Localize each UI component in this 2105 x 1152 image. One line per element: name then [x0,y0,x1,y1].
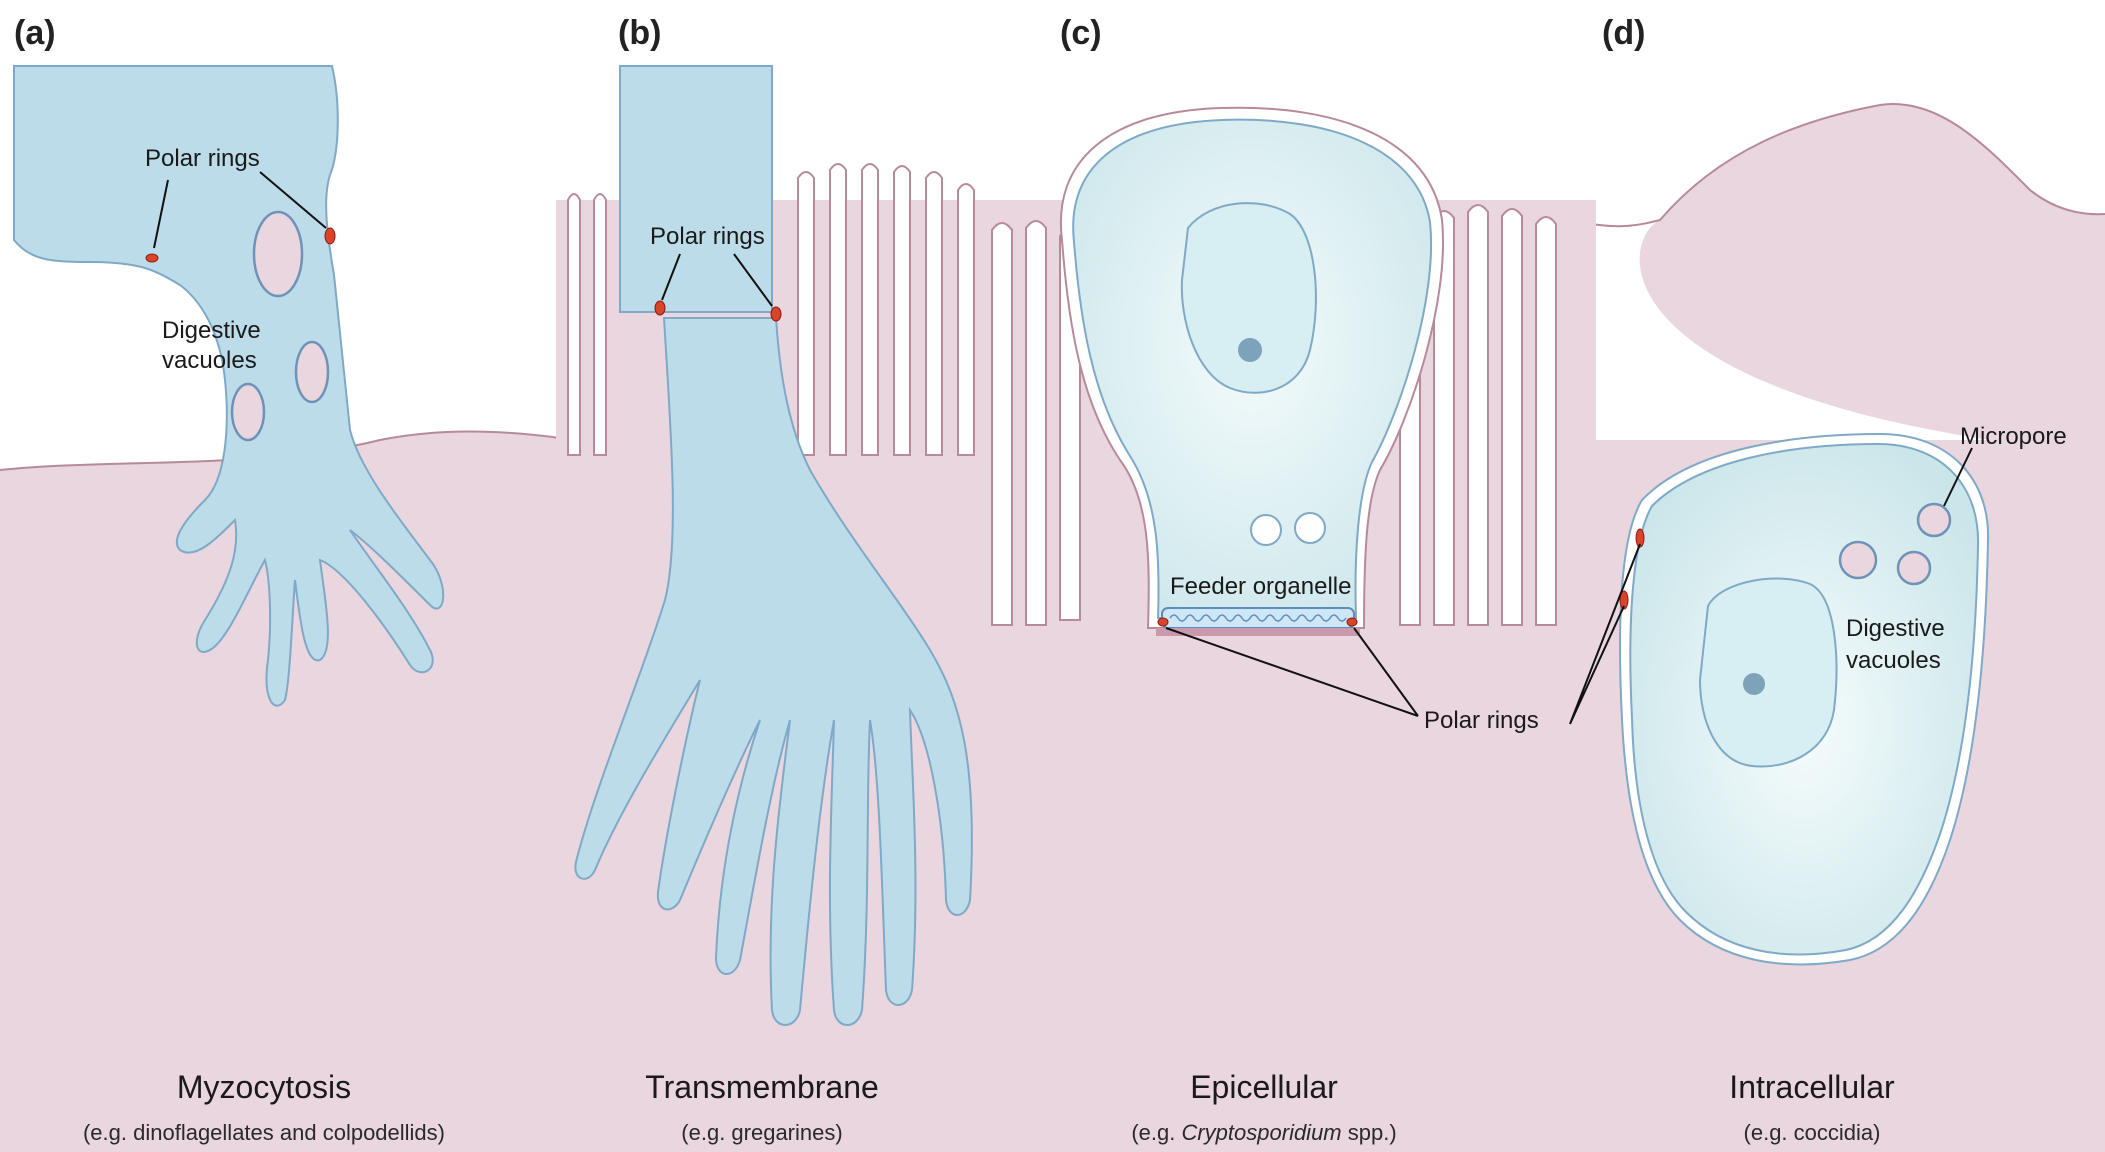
panel-b-title: Transmembrane [645,1069,879,1105]
panel-b-subtitle: (e.g. gregarines) [681,1120,842,1145]
panel-letter-b: (b) [618,14,661,52]
panel-letter-c: (c) [1060,14,1102,52]
panel-c-subtitle-genus: Cryptosporidium [1181,1120,1341,1145]
intracellular-vacuole-1 [1840,542,1876,578]
intracellular-nucleus [1700,579,1836,767]
epicellular-nucleus [1182,203,1316,393]
panel-c-title: Epicellular [1190,1069,1338,1105]
panel-d-title: Intracellular [1729,1069,1895,1105]
panel-c-subtitle: (e.g. Cryptosporidium spp.) [1131,1120,1396,1145]
polar-ring-b-right [771,307,781,321]
digestive-vacuoles-label-d-2: vacuoles [1846,647,1941,674]
panel-letter-d: (d) [1602,14,1645,52]
intracellular-nucleolus [1743,673,1765,695]
intracellular-vacuole-2 [1898,552,1930,584]
polar-rings-label-c: Polar rings [1424,707,1539,734]
panel-c-subtitle-post: spp.) [1342,1120,1397,1145]
myzocytosis-vacuole-3 [232,384,264,440]
polar-rings-label-a: Polar rings [145,145,260,172]
polar-ring-a-right [325,228,335,244]
digestive-vacuoles-label-a-2: vacuoles [162,347,257,374]
polar-rings-label-b: Polar rings [650,223,765,250]
myzocytosis-vacuole-2 [296,342,328,402]
panel-a-title: Myzocytosis [177,1069,351,1105]
digestive-vacuoles-label-d-1: Digestive [1846,615,1945,642]
polar-ring-a-left [146,254,158,262]
myzocytosis-vacuole-1 [254,212,302,296]
micropore [1918,504,1950,536]
polar-ring-c-left [1158,618,1168,626]
epicellular-nucleolus [1238,338,1262,362]
micropore-label: Micropore [1960,423,2067,450]
panel-c-subtitle-pre: (e.g. [1131,1120,1181,1145]
panel-letter-a: (a) [14,14,56,52]
panel-d-subtitle: (e.g. coccidia) [1744,1120,1881,1145]
digestive-vacuoles-label-a-1: Digestive [162,317,261,344]
epicellular-vacuole-2 [1295,513,1325,543]
feeder-organelle-label: Feeder organelle [1170,573,1351,600]
polar-ring-b-left [655,301,665,315]
panel-a-subtitle: (e.g. dinoflagellates and colpodellids) [83,1120,445,1145]
polar-ring-c-right [1347,618,1357,626]
epicellular-vacuole-1 [1251,515,1281,545]
